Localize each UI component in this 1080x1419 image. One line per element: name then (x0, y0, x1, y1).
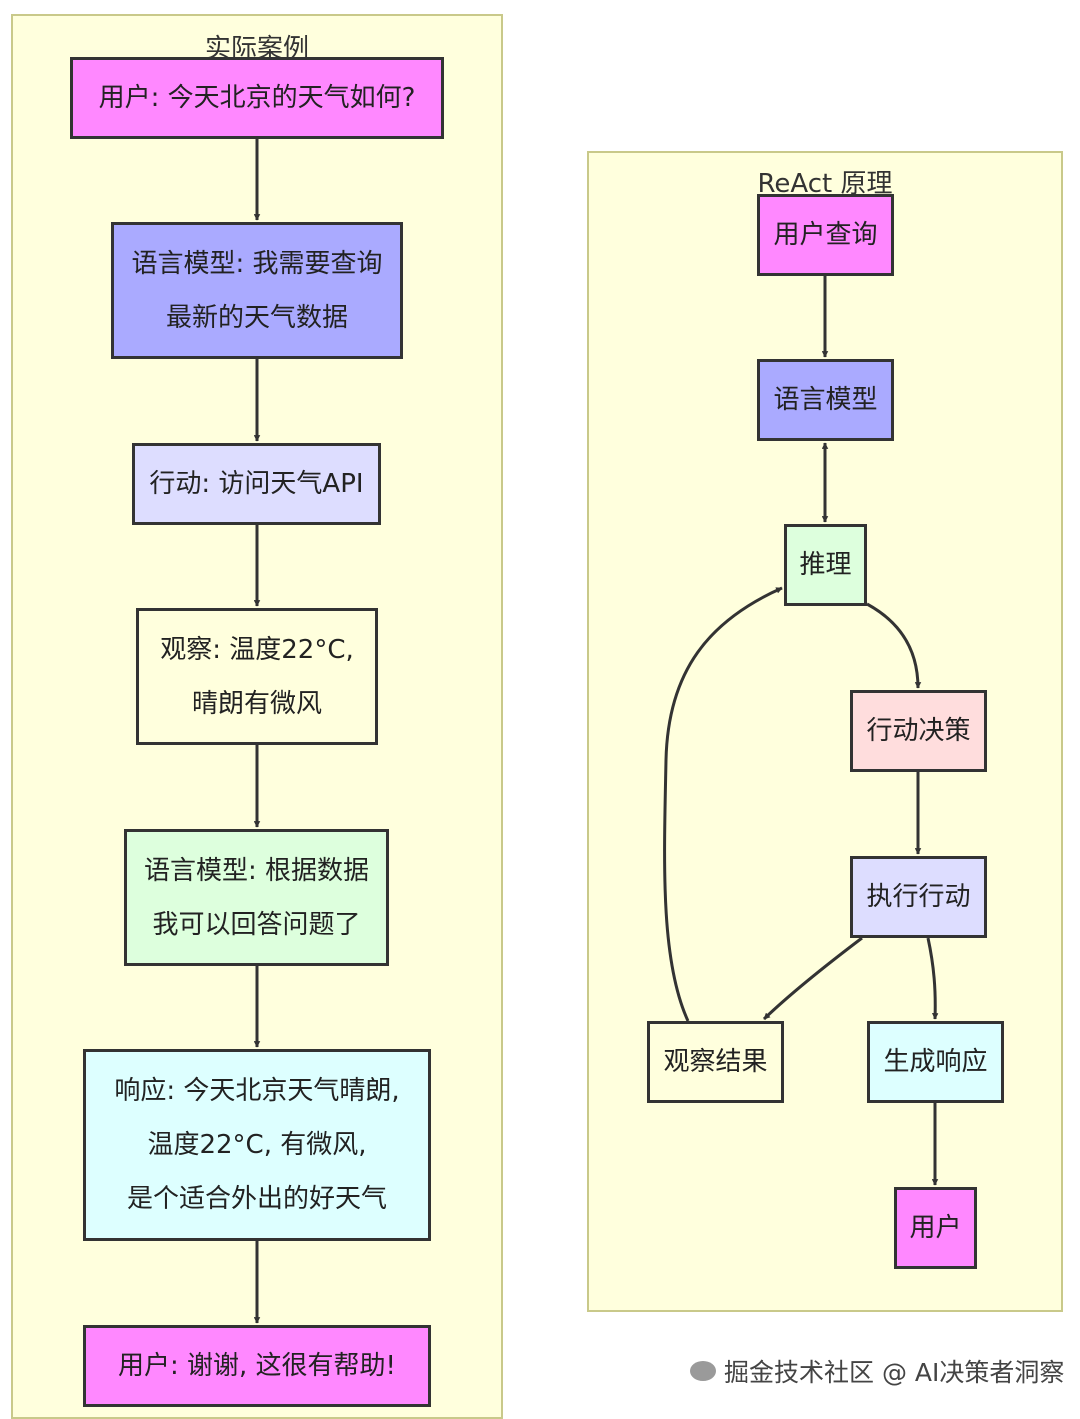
node-user-query: 用户查询 (757, 194, 894, 276)
node-observation-result: 观察结果 (647, 1021, 784, 1103)
watermark-text: 掘金技术社区 @ AI决策者洞察 (724, 1358, 1065, 1387)
node-user-thanks-text: 用户: 谢谢, 这很有帮助! (118, 1351, 396, 1381)
node-generate-response-text: 生成响应 (883, 1047, 988, 1077)
node-action-decision: 行动决策 (850, 690, 987, 772)
node-action-weather-api-text: 行动: 访问天气API (149, 469, 364, 499)
node-llm-needs-query: 语言模型: 我需要查询 最新的天气数据 (111, 222, 403, 359)
watermark: 掘金技术社区 @ AI决策者洞察 (690, 1353, 1064, 1389)
node-action-weather-api: 行动: 访问天气API (132, 443, 381, 525)
node-reasoning: 推理 (784, 524, 867, 606)
node-response-line-2: 温度22°C, 有微风, (147, 1130, 367, 1160)
node-response-line-1: 响应: 今天北京天气晴朗, (114, 1076, 400, 1106)
node-observation-temp: 观察: 温度22°C, 晴朗有微风 (136, 608, 378, 745)
node-response-line-3: 是个适合外出的好天气 (126, 1184, 387, 1214)
node-llm-can-answer: 语言模型: 根据数据 我可以回答问题了 (124, 829, 389, 966)
node-llm-needs-query-line-1: 语言模型: 我需要查询 (131, 248, 383, 279)
node-user-question-text: 用户: 今天北京的天气如何? (98, 83, 416, 113)
node-response: 响应: 今天北京天气晴朗, 温度22°C, 有微风, 是个适合外出的好天气 (83, 1049, 431, 1241)
node-execute-action: 执行行动 (850, 856, 987, 938)
node-llm-needs-query-line-2: 最新的天气数据 (165, 302, 348, 333)
node-llm-can-answer-line-1: 语言模型: 根据数据 (143, 855, 370, 886)
node-user-final-text: 用户 (909, 1213, 962, 1243)
node-observation-result-text: 观察结果 (663, 1047, 768, 1077)
node-user-question: 用户: 今天北京的天气如何? (70, 57, 444, 139)
chat-bubble-icon (690, 1361, 716, 1381)
edge-observation-to-reasoning (663, 586, 783, 1022)
node-llm-can-answer-line-2: 我可以回答问题了 (152, 909, 361, 940)
node-llm-text: 语言模型 (773, 385, 878, 415)
node-observation-temp-line-1: 观察: 温度22°C, (160, 634, 354, 665)
node-generate-response: 生成响应 (867, 1021, 1004, 1103)
node-reasoning-text: 推理 (799, 550, 852, 580)
edge-reasoning-to-action_decision (866, 602, 922, 689)
node-action-decision-text: 行动决策 (866, 716, 971, 746)
edge-execute_action-to-generate_response (926, 937, 939, 1020)
node-observation-temp-line-2: 晴朗有微风 (191, 688, 322, 719)
node-user-thanks: 用户: 谢谢, 这很有帮助! (83, 1325, 431, 1407)
node-llm: 语言模型 (757, 359, 894, 441)
edge-execute_action-to-observation (762, 936, 863, 1021)
node-execute-action-text: 执行行动 (866, 882, 971, 912)
node-user-final: 用户 (894, 1187, 977, 1269)
node-user-query-text: 用户查询 (773, 220, 878, 250)
